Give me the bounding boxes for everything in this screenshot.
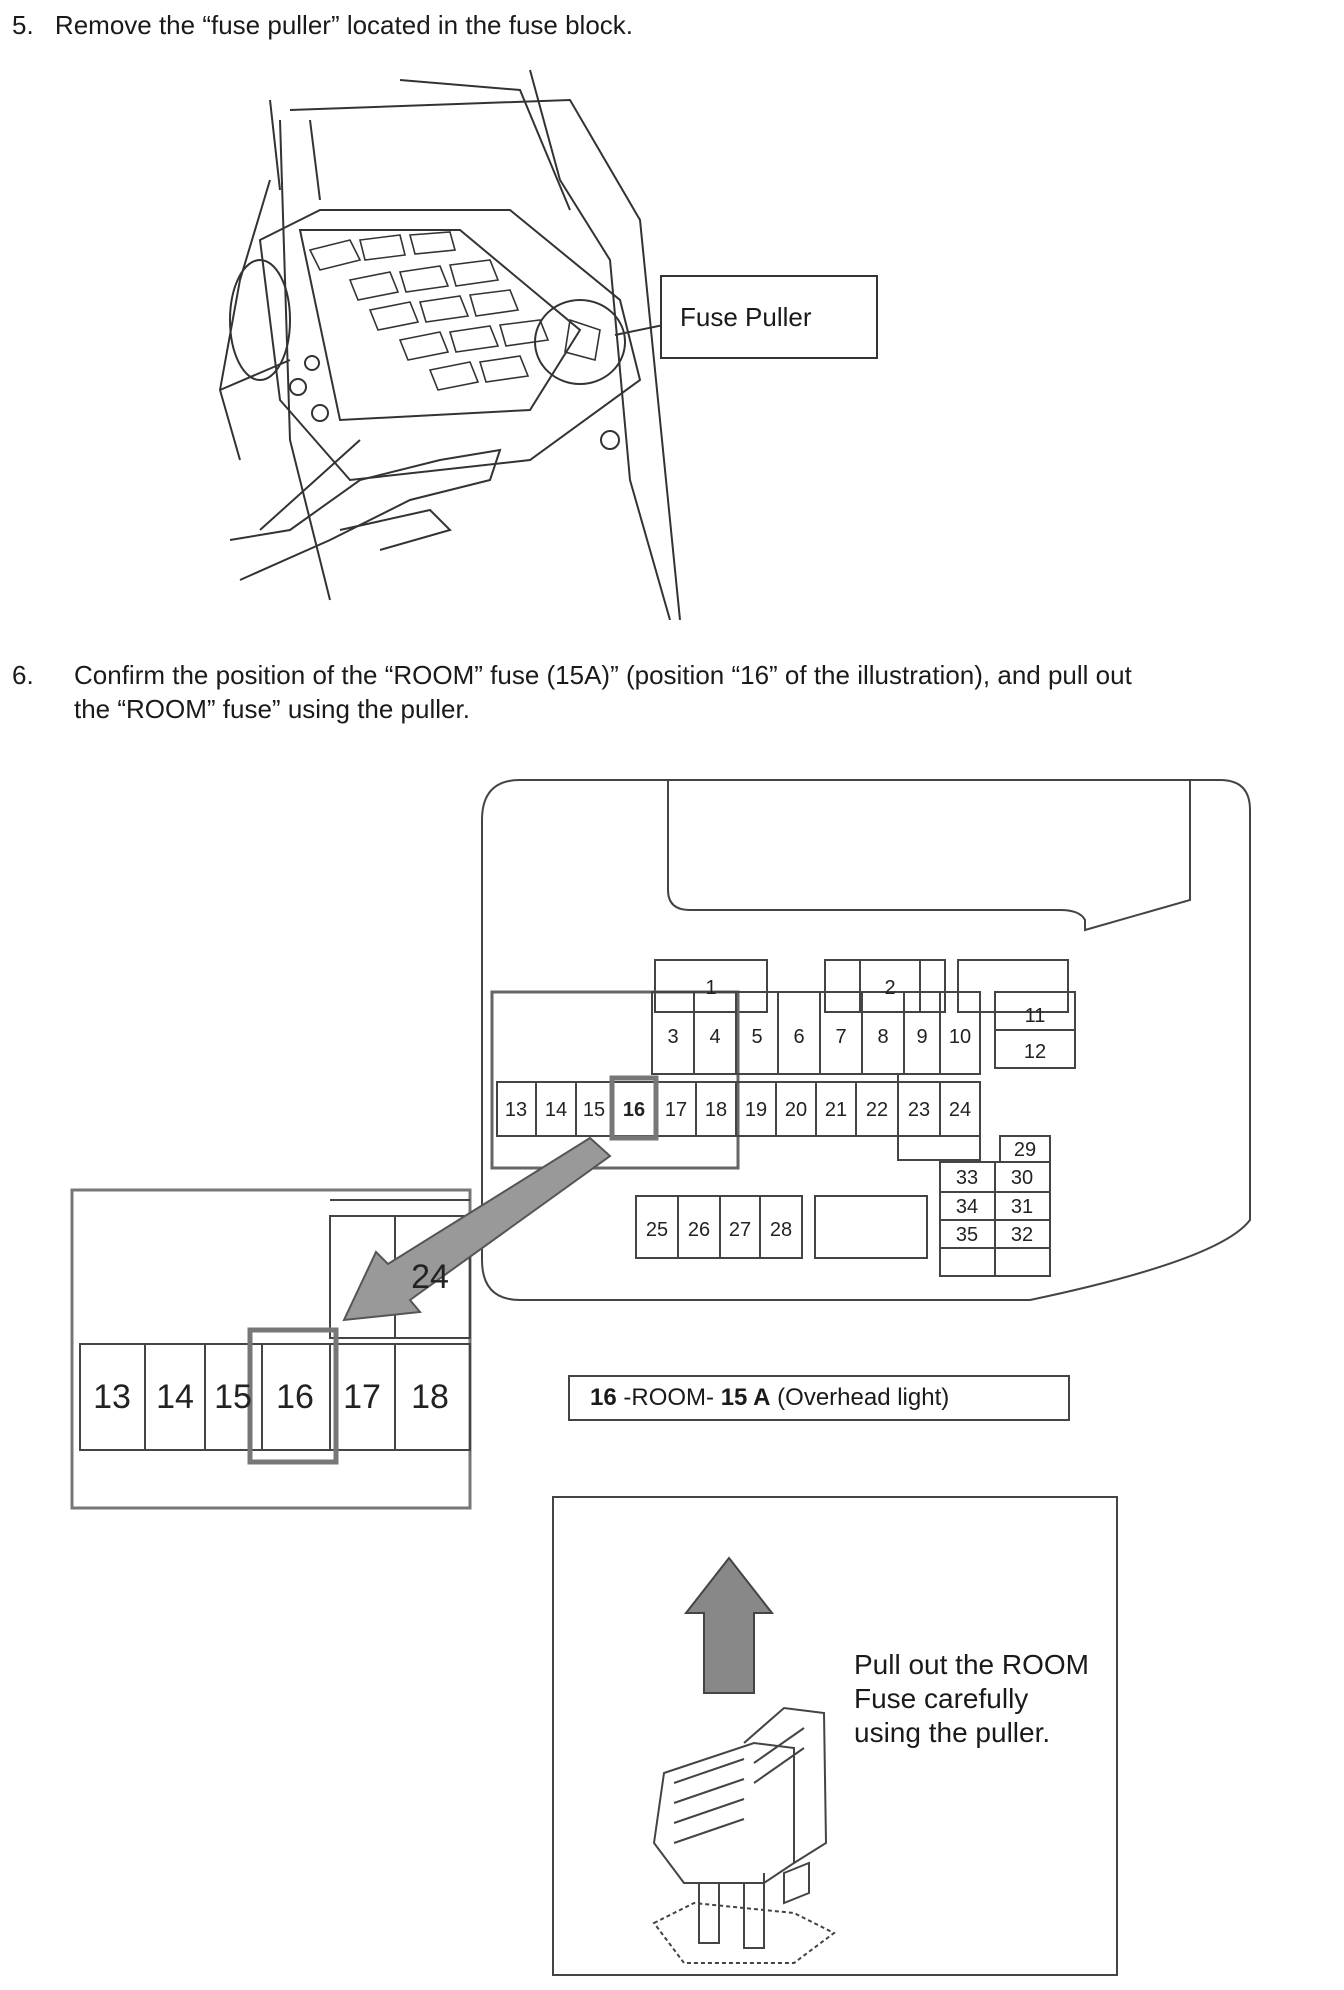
zoom-fuse-16: 16 [276,1378,314,1416]
step-number: 5. [12,10,34,40]
fuse-30: 30 [1011,1167,1033,1189]
fuse-box-diagram: 1 2 3 4 5 6 7 8 9 10 11 12 13 14 15 16 1… [70,779,1251,1510]
step-text: Remove the “fuse puller” located in the … [54,10,634,40]
fuse-2: 2 [884,977,895,999]
fuse-puller-callout: Fuse Puller [660,275,878,359]
fuse-13: 13 [505,1099,527,1121]
fuse-19: 19 [745,1099,767,1121]
fuse-31: 31 [1011,1196,1033,1218]
fuse-32: 32 [1011,1224,1033,1246]
fuse-18: 18 [705,1099,727,1121]
fuse-16: 16 [623,1099,645,1121]
instruction-panel: Pull out the ROOM Fuse carefully using t… [552,1496,1118,1976]
step-text-line1: Confirm the position of the “ROOM” fuse … [74,660,1132,690]
fuse-17: 17 [665,1099,687,1121]
callout-label: Fuse Puller [680,301,812,332]
zoom-fuse-14: 14 [156,1378,194,1416]
fuse-4: 4 [709,1026,720,1048]
fuse-15: 15 [583,1099,605,1121]
zoom-fuse-17: 17 [343,1378,381,1416]
fuse-11: 11 [1025,1005,1046,1027]
zoom-fuse-13: 13 [93,1378,131,1416]
step-text-line2: the “ROOM” fuse” using the puller. [74,694,470,724]
fuse-20: 20 [785,1099,807,1121]
fuse-7: 7 [835,1026,846,1048]
legend-amp: 15 A [720,1384,771,1411]
fuse-24: 24 [949,1099,971,1121]
instruction-line1: Pull out the ROOM [854,1649,1089,1680]
legend-desc: (Overhead light) [770,1384,950,1411]
legend-number: 16 [590,1384,617,1411]
fuse-5: 5 [751,1026,762,1048]
step-6: 6. Confirm the position of the “ROOM” fu… [12,658,1332,726]
step-5: 5. Remove the “fuse puller” located in t… [12,8,633,42]
fuse-33: 33 [956,1167,978,1189]
fuse-29: 29 [1014,1139,1036,1161]
fuse-25: 25 [646,1219,668,1241]
fuse-23: 23 [908,1099,930,1121]
fuse-3: 3 [667,1026,678,1048]
fuse-34: 34 [956,1196,978,1218]
fuse-block-illustration [218,69,761,620]
fuse-6: 6 [793,1026,804,1048]
fuse-8: 8 [877,1026,888,1048]
fuse-legend: 16 -ROOM- 15 A (Overhead light) [568,1375,1070,1421]
instruction-text: Pull out the ROOM Fuse carefully using t… [854,1648,1089,1750]
fuse-27: 27 [729,1219,751,1241]
fuse-10: 10 [949,1026,971,1048]
zoom-fuse-18: 18 [411,1378,449,1416]
legend-room: -ROOM- [616,1384,721,1411]
fuse-26: 26 [688,1219,710,1241]
instruction-line2: Fuse carefully [854,1683,1029,1714]
step-number: 6. [12,660,34,690]
fuse-12: 12 [1024,1041,1046,1063]
fuse-1: 1 [705,977,716,999]
fuse-35: 35 [956,1224,978,1246]
zoom-fuse-15: 15 [214,1378,252,1416]
fuse-14: 14 [545,1099,567,1121]
instruction-line3: using the puller. [854,1717,1051,1748]
fuse-21: 21 [825,1099,847,1121]
fuse-22: 22 [866,1099,888,1121]
fuse-removal-illustration [652,1556,836,1964]
zoom-fuse-24: 24 [411,1258,449,1296]
fuse-9: 9 [916,1026,927,1048]
fuse-28: 28 [770,1219,792,1241]
